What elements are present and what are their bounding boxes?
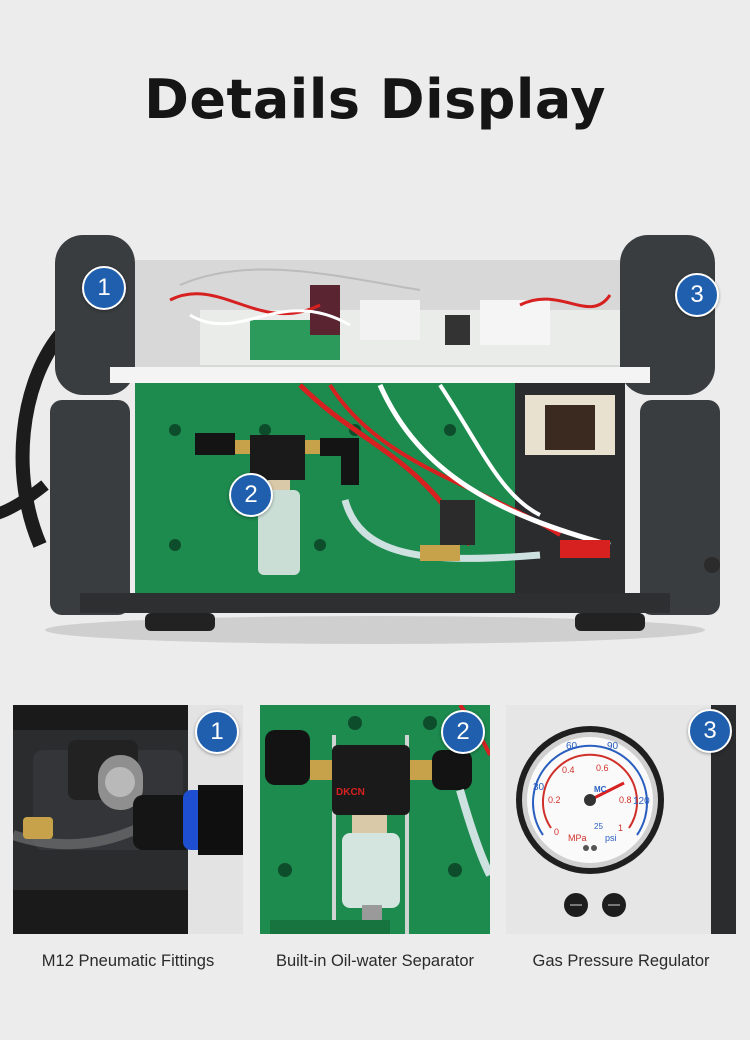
detail-gas-pressure-regulator: 30 60 90 120 0 0.2 0.4 0.6 0.8 1 MC 25 M… — [506, 705, 736, 934]
gauge-mpa-tick-1: 1 — [618, 823, 624, 833]
detail-pneumatic-fitting: 1 — [13, 705, 243, 934]
detail-badge-3: 3 — [688, 709, 732, 753]
gauge-psi-tick-90: 90 — [607, 741, 619, 752]
detail-oil-water-separator: DKCN 2 — [260, 705, 490, 934]
gauge-psi-tick-120: 120 — [633, 796, 650, 807]
gauge-mpa-tick-0-6: 0.6 — [596, 763, 609, 773]
gauge-brand: MC — [594, 785, 607, 794]
gauge-mpa-tick-0-4: 0.4 — [562, 765, 575, 775]
hero-badge-2: 2 — [229, 473, 273, 517]
gauge-unit-psi: psi — [605, 833, 617, 843]
caption-gas-pressure-regulator: Gas Pressure Regulator — [532, 952, 710, 970]
gauge-center-mark: 25 — [594, 822, 603, 831]
gauge-unit-mpa: MPa — [568, 833, 587, 843]
gauge-mpa-tick-0: 0 — [554, 827, 560, 837]
gauge-psi-tick-60: 60 — [566, 741, 578, 752]
caption-pneumatic-fittings: M12 Pneumatic Fittings — [41, 952, 215, 970]
hero-badge-3: 3 — [675, 273, 719, 317]
gauge-mpa-tick-0-2: 0.2 — [548, 795, 561, 805]
separator-brand-label: DKCN — [336, 787, 365, 798]
detail-badge-2: 2 — [441, 710, 485, 754]
machine-hero-image: 1 2 3 — [0, 215, 750, 655]
gauge-mpa-tick-0-8: 0.8 — [619, 795, 632, 805]
hero-badge-1: 1 — [82, 266, 126, 310]
caption-oil-water-separator: Built-in Oil-water Separator — [275, 952, 475, 970]
detail-badge-1: 1 — [195, 710, 239, 754]
gauge-psi-tick-30: 30 — [533, 782, 545, 793]
page-title: Details Display — [144, 68, 606, 131]
